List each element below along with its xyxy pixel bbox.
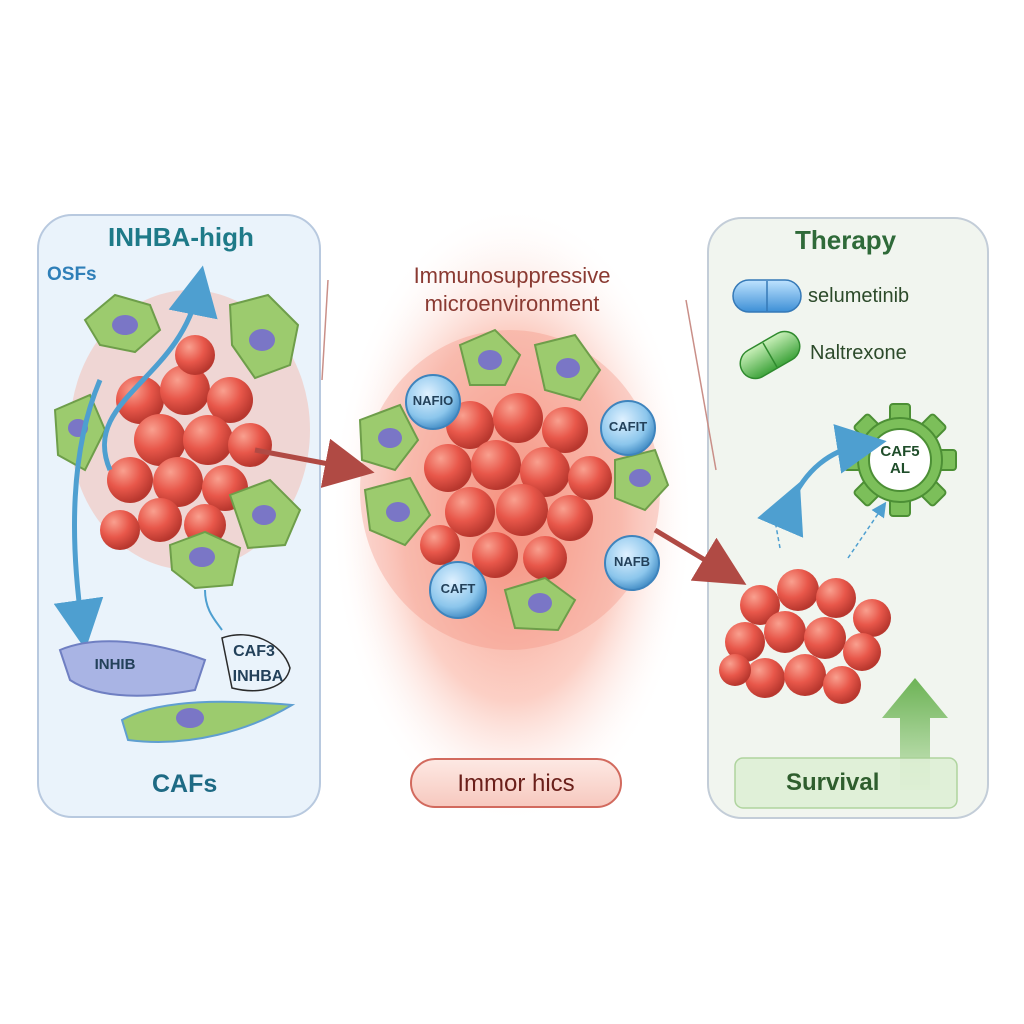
center-tumor-cluster [358,328,670,650]
drug-label-naltrexone: Naltrexone [810,342,907,364]
survival-box [734,757,958,809]
divider-right [685,299,717,471]
blue-cell-tag-2: CAFIT [608,419,648,434]
blue-cell-tag-1: NAFIO [412,393,454,408]
left-stromal-cells [53,293,302,590]
osfs-label: OSFs [47,264,97,285]
right-panel-title: Therapy [795,225,897,255]
center-red-cells [420,393,612,580]
survival-arrow [882,678,948,790]
arrow-center-to-right [653,527,747,585]
drug-capsule-2 [739,330,801,380]
left-arrow-up [101,265,218,471]
center-title: Immunosuppressive microenvironment [330,262,694,318]
left-arrow-down [53,379,104,650]
caf-tag-caf3: CAF3 [233,643,275,660]
divider-left [321,279,329,381]
cafs-label: CAFs [152,770,218,798]
center-title-line1: Immunosuppressive [413,263,611,288]
arrow-left-to-center [254,438,375,488]
dashed-arrow-2 [847,501,887,559]
survival-label: Survival [786,769,880,796]
drug-capsule-1 [732,279,802,313]
center-title-line2: microenvironment [424,291,600,316]
left-arrow-small [204,589,223,631]
left-red-cells [100,335,272,550]
blue-cell-tag-3: CAFT [440,581,476,596]
right-tumor-cluster [719,569,891,704]
double-arrow [757,424,887,538]
caf-tag-inhba: INHBA [232,668,284,685]
center-pill-label: Immor hics [410,758,622,808]
drug-label-selumetinib: selumetinib [808,285,910,307]
left-tumor-cluster [53,290,310,590]
dashed-arrow-1 [773,514,781,549]
left-panel-title: INHBA-high [108,222,254,252]
center-blue-cells [405,374,660,619]
caf-tag-inhib: INHIB [94,656,136,673]
gear-label-line1: CAF5 [880,443,920,460]
gear-label-line2: AL [890,460,910,477]
left-caf-cells [58,634,296,743]
blue-cell-tag-4: NAFB [613,554,651,569]
